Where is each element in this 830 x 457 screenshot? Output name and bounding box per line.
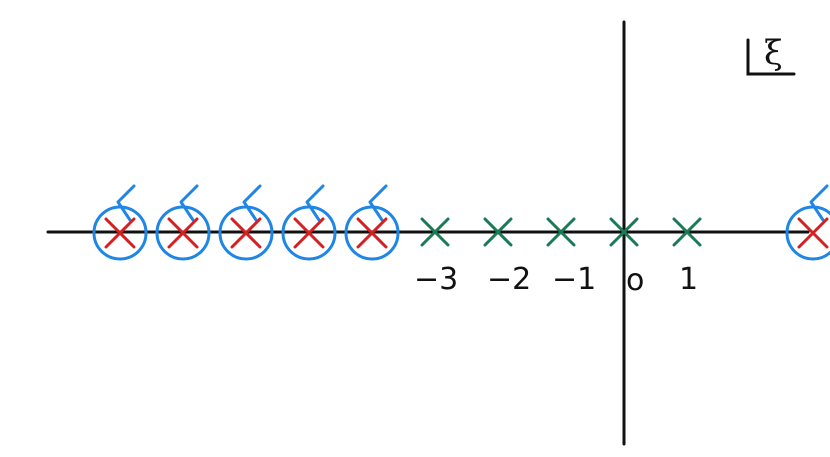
green-x-marker bbox=[609, 217, 639, 247]
tick-label-neg2: −2 bbox=[487, 262, 531, 297]
circled-red-x-marker bbox=[785, 184, 830, 261]
tick-labels: −3 −2 −1 o 1 bbox=[414, 262, 698, 298]
green-x-marker bbox=[672, 217, 702, 247]
orientation-tick bbox=[179, 184, 199, 222]
red-x-marker bbox=[356, 217, 388, 249]
markers bbox=[92, 184, 830, 261]
circled-red-x-marker bbox=[155, 184, 211, 261]
tick-label-zero: o bbox=[626, 263, 644, 298]
orientation-tick bbox=[809, 184, 829, 222]
red-x-marker bbox=[104, 217, 136, 249]
circled-red-x-marker bbox=[281, 184, 337, 261]
circled-red-x-marker bbox=[344, 184, 400, 261]
green-x-marker bbox=[483, 217, 513, 247]
red-x-marker bbox=[293, 217, 325, 249]
circled-red-x-marker bbox=[218, 184, 274, 261]
orientation-tick bbox=[116, 184, 136, 222]
red-x-marker bbox=[167, 217, 199, 249]
green-x-marker bbox=[420, 217, 450, 247]
orientation-tick bbox=[368, 184, 388, 222]
tick-label-1: 1 bbox=[679, 262, 698, 297]
green-x-marker bbox=[546, 217, 576, 247]
orientation-tick bbox=[242, 184, 262, 222]
red-x-marker bbox=[230, 217, 262, 249]
red-x-marker bbox=[797, 217, 829, 249]
orientation-tick bbox=[305, 184, 325, 222]
variable-label: ξ bbox=[764, 33, 783, 73]
tick-label-neg1: −1 bbox=[552, 262, 596, 297]
tick-label-neg3: −3 bbox=[414, 262, 458, 297]
variable-label-box: ξ bbox=[746, 33, 796, 76]
circled-red-x-marker bbox=[92, 184, 148, 261]
